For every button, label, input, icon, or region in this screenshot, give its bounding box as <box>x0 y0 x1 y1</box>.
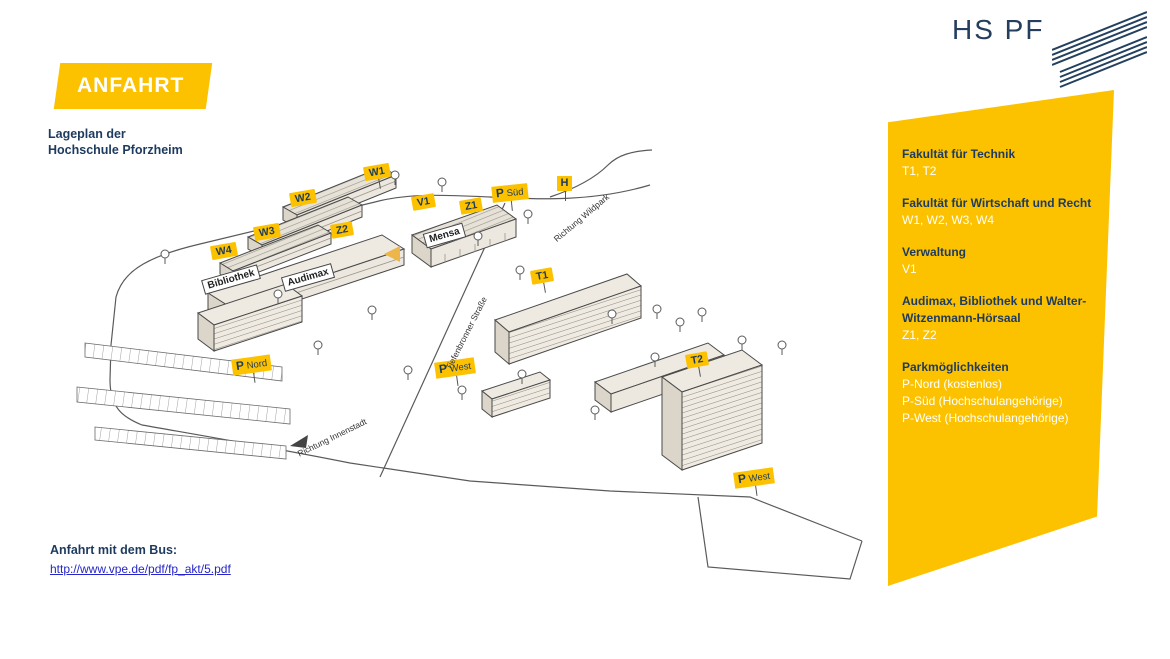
legend-item: W1, W2, W3, W4 <box>902 213 995 227</box>
arrow-innenstadt <box>290 435 308 448</box>
legend-heading: Fakultät für Technik <box>902 147 1016 161</box>
legend-section-technik: Fakultät für Technik T1, T2 <box>902 146 1106 180</box>
legend-item: P-West (Hochschulangehörige) <box>902 411 1069 425</box>
parking-p-icon: P <box>737 471 747 487</box>
legend-heading: Verwaltung <box>902 245 967 259</box>
legend-section-parken: Parkmöglichkeiten P-Nord (kostenlos) P-S… <box>902 359 1106 427</box>
bus-stop-label: H <box>560 177 569 189</box>
legend-item: P-Süd (Hochschulangehörige) <box>902 394 1063 408</box>
bus-schedule-link[interactable]: http://www.vpe.de/pdf/fp_akt/5.pdf <box>50 562 231 576</box>
legend-heading: Audimax, Bibliothek und Walter-Witzenman… <box>902 294 1087 325</box>
campus-map-drawing <box>76 149 863 580</box>
bus-heading: Anfahrt mit dem Bus: <box>50 543 178 557</box>
tag-label: W2 <box>294 190 312 206</box>
legend-item: T1, T2 <box>902 164 937 178</box>
campus-map: W1 W2 W3 W4 Z2 V1 Z1 T1 T2 Mensa Bibliot… <box>50 145 880 605</box>
map-subtitle: Lageplan der Hochschule Pforzheim <box>48 126 183 158</box>
parking-name: West <box>748 470 771 485</box>
parking-p-icon: P <box>235 358 245 374</box>
direction-arrows <box>290 246 400 448</box>
logo-text: HS PF <box>952 14 1045 45</box>
parking-name: Süd <box>506 186 525 200</box>
logo-mark-icon <box>1052 11 1147 88</box>
tag-label: Z1 <box>464 199 479 213</box>
legend-item: Z1, Z2 <box>902 328 937 342</box>
legend-section-audimax: Audimax, Bibliothek und Walter-Witzenman… <box>902 293 1106 344</box>
legend-item: V1 <box>902 262 917 276</box>
legend-heading: Parkmöglichkeiten <box>902 360 1009 374</box>
legend-section-verwaltung: Verwaltung V1 <box>902 244 1106 278</box>
subtitle-line1: Lageplan der <box>48 127 126 141</box>
bus-stop-sign: H <box>557 176 572 201</box>
legend-panel: Fakultät für Technik T1, T2 Fakultät für… <box>888 90 1114 586</box>
page-title: ANFAHRT <box>77 74 185 97</box>
tag-label: T2 <box>690 353 705 367</box>
tag-label: W1 <box>368 164 386 180</box>
buildings <box>196 166 764 471</box>
legend-item: P-Nord (kostenlos) <box>902 377 1003 391</box>
legend-section-wirtschaft: Fakultät für Wirtschaft und Recht W1, W2… <box>902 195 1106 229</box>
tag-label: T1 <box>535 269 550 283</box>
tag-label: W4 <box>215 243 233 259</box>
tag-label: V1 <box>416 194 431 210</box>
arrow-to-z2 <box>384 246 400 262</box>
tag-label: W3 <box>258 224 276 240</box>
subtitle-line2: Hochschule Pforzheim <box>48 143 183 157</box>
tree-icons <box>160 170 787 420</box>
parking-name: Nord <box>246 357 268 372</box>
legend-heading: Fakultät für Wirtschaft und Recht <box>902 196 1092 210</box>
anfahrt-banner: ANFAHRT <box>53 63 213 109</box>
legend-content: Fakultät für Technik T1, T2 Fakultät für… <box>902 146 1106 442</box>
parking-p-icon: P <box>495 185 505 201</box>
tag-label: Z2 <box>335 223 350 237</box>
